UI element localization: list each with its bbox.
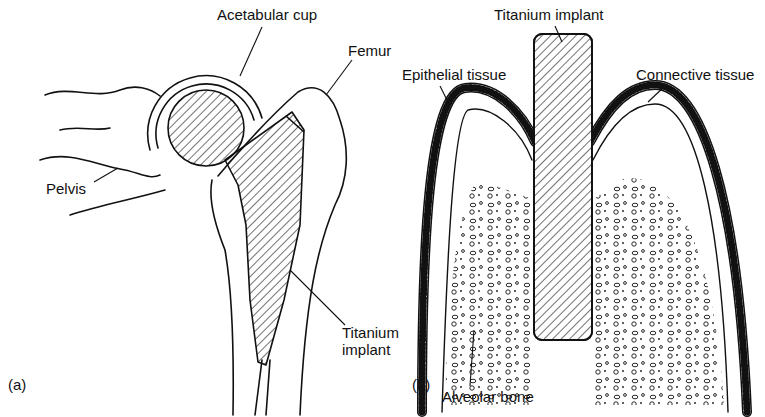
part-label: Titanium implant: [340, 324, 414, 359]
part-label: Femur: [346, 42, 393, 59]
part-label: Acetabular cup: [215, 6, 319, 23]
part-label: Titanium implant: [492, 6, 605, 23]
part-label: Alveolar bone: [440, 388, 536, 405]
panel-label: (a): [6, 376, 28, 393]
part-label: Connective tissue: [634, 66, 756, 83]
part-label: Pelvis: [44, 180, 88, 197]
panel-label: (b): [410, 376, 432, 393]
part-label: Epithelial tissue: [400, 66, 508, 83]
